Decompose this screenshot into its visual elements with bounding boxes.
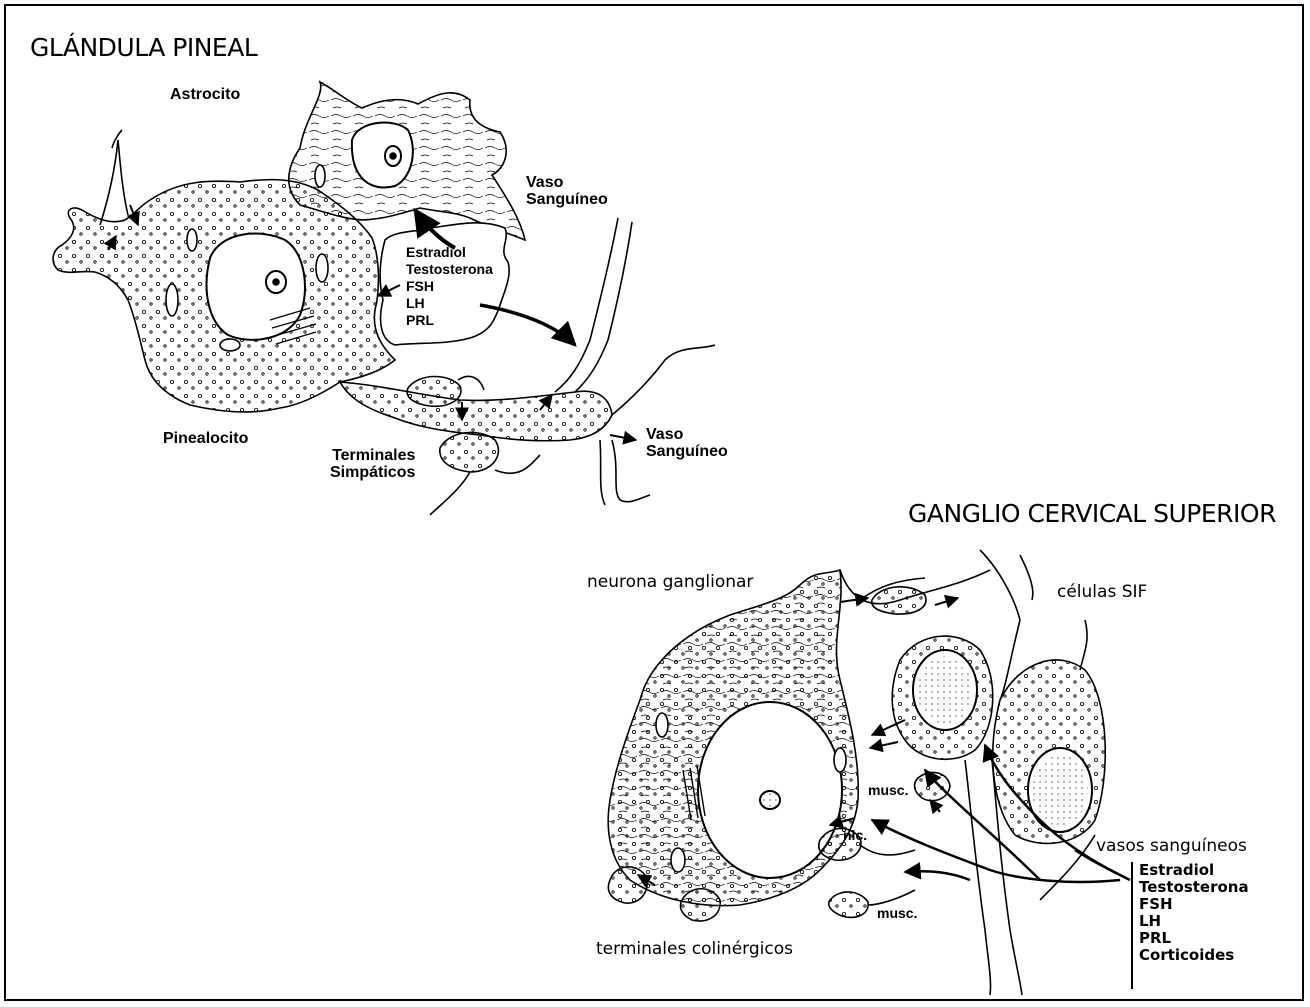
hormone-item: LH bbox=[406, 295, 493, 312]
vaso-top-label: Vaso Sanguíneo bbox=[526, 174, 608, 208]
terminales-line2: Simpáticos bbox=[330, 464, 415, 481]
terminales-colinergicos-label: terminales colinérgicos bbox=[596, 939, 793, 959]
hormone-item: Testosterona bbox=[1139, 879, 1249, 896]
sympathetic-terminal bbox=[407, 377, 461, 407]
celulas-sif-label: células SIF bbox=[1057, 582, 1147, 602]
cholinergic-terminal bbox=[680, 889, 720, 921]
pineal-title: GLÁNDULA PINEAL bbox=[30, 33, 257, 62]
vasos-sanguineos-label: vasos sanguíneos bbox=[1096, 836, 1247, 856]
vaso-top-line1: Vaso bbox=[526, 174, 608, 191]
ganglio-hormone-list: Estradiol Testosterona FSH LH PRL Cortic… bbox=[1131, 862, 1249, 989]
hormone-item: FSH bbox=[406, 278, 493, 295]
hormone-item: PRL bbox=[1139, 930, 1249, 947]
blood-vessel-top bbox=[555, 218, 618, 392]
hormone-item: Testosterona bbox=[406, 261, 493, 278]
nic-label: nic. bbox=[843, 827, 867, 844]
vaso-bottom-line1: Vaso bbox=[646, 426, 728, 443]
hormone-item: Corticoides bbox=[1139, 947, 1249, 964]
blood-vessel-bottom bbox=[612, 345, 715, 415]
blood-vessel-ganglion bbox=[965, 760, 991, 995]
vaso-bottom-label: Vaso Sanguíneo bbox=[646, 426, 728, 460]
ganglion-drawing bbox=[608, 550, 1105, 995]
vaso-top-line2: Sanguíneo bbox=[526, 191, 608, 208]
vaso-bottom-line2: Sanguíneo bbox=[646, 443, 728, 460]
terminales-simpaticos-label: Terminales Simpáticos bbox=[330, 447, 415, 481]
muscarinic-terminal bbox=[829, 892, 868, 917]
hormone-item: Estradiol bbox=[406, 244, 493, 261]
ganglio-title: GANGLIO CERVICAL SUPERIOR bbox=[908, 499, 1276, 528]
pinealocito-label: Pinealocito bbox=[163, 430, 248, 447]
cholinergic-terminal bbox=[608, 867, 647, 903]
preganglionic-fiber bbox=[980, 550, 1020, 620]
terminales-line1: Terminales bbox=[330, 447, 415, 464]
musc-top-label: musc. bbox=[868, 782, 908, 799]
hormone-item: LH bbox=[1139, 913, 1249, 930]
pineal-hormone-list: Estradiol Testosterona FSH LH PRL bbox=[406, 244, 493, 329]
musc-bottom-label: musc. bbox=[877, 905, 917, 922]
pinealocyte-nucleus bbox=[207, 234, 305, 340]
astrocyte-nucleus bbox=[352, 123, 413, 188]
top-terminal bbox=[872, 587, 926, 614]
astrocito-label: Astrocito bbox=[170, 86, 240, 103]
hormone-item: FSH bbox=[1139, 896, 1249, 913]
hormone-item: Estradiol bbox=[1139, 862, 1249, 879]
sympathetic-terminal bbox=[440, 432, 499, 472]
neurona-ganglionar-label: neurona ganglionar bbox=[587, 572, 753, 592]
hormone-item: PRL bbox=[406, 312, 493, 329]
